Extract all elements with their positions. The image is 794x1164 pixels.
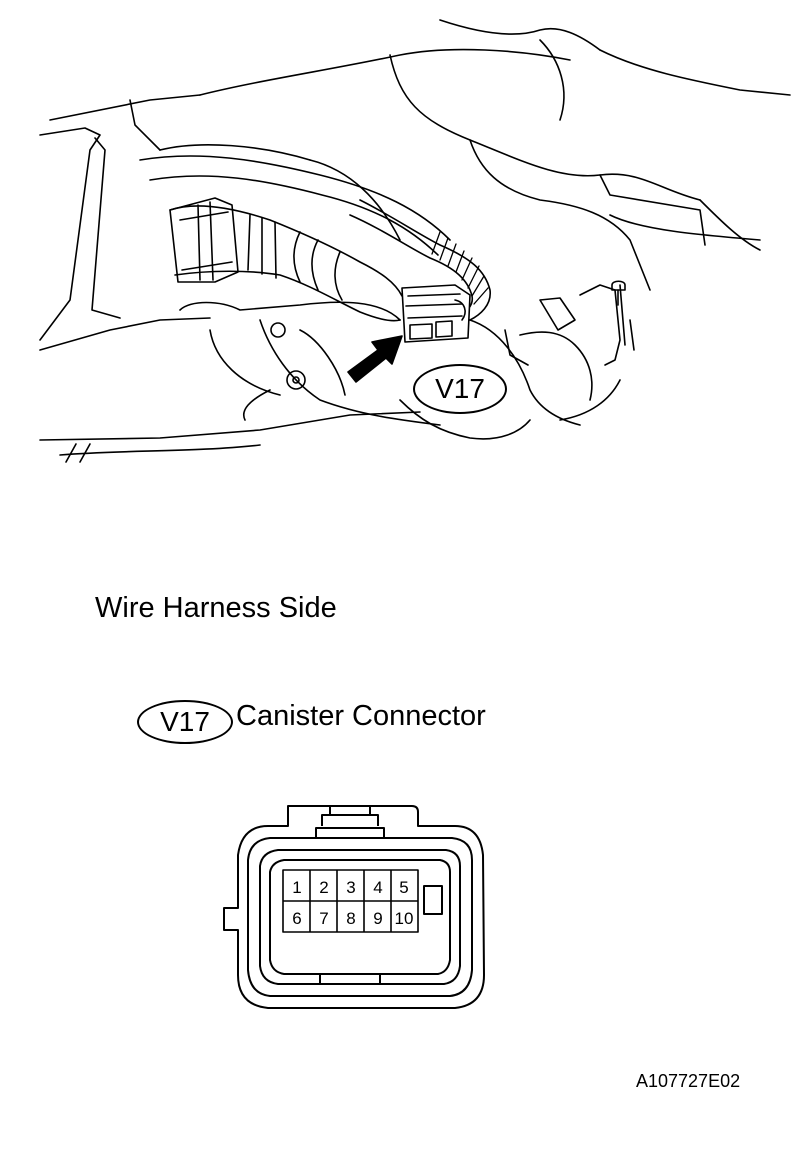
pin-3: 3 — [346, 878, 355, 897]
pin-4: 4 — [373, 878, 382, 897]
figure-id: A107727E02 — [636, 1071, 741, 1091]
callout-code-text: V17 — [435, 373, 485, 404]
pin-9: 9 — [373, 909, 382, 928]
connector-name-label: Canister Connector — [236, 700, 486, 732]
pin-5: 5 — [399, 878, 408, 897]
legend-code-text: V17 — [160, 706, 210, 737]
legend-code-oval: V17 — [137, 700, 233, 744]
pin-2: 2 — [319, 878, 328, 897]
pin-7: 7 — [319, 909, 328, 928]
engine-bay-illustration — [39, 19, 791, 463]
pin-10: 10 — [395, 909, 414, 928]
pin-6: 6 — [292, 909, 301, 928]
view-side-label: Wire Harness Side — [95, 592, 337, 624]
pin-1: 1 — [292, 878, 301, 897]
connector-outer-housing — [223, 805, 485, 1009]
connector-code-callout: V17 — [413, 364, 507, 414]
pin-8: 8 — [346, 909, 355, 928]
